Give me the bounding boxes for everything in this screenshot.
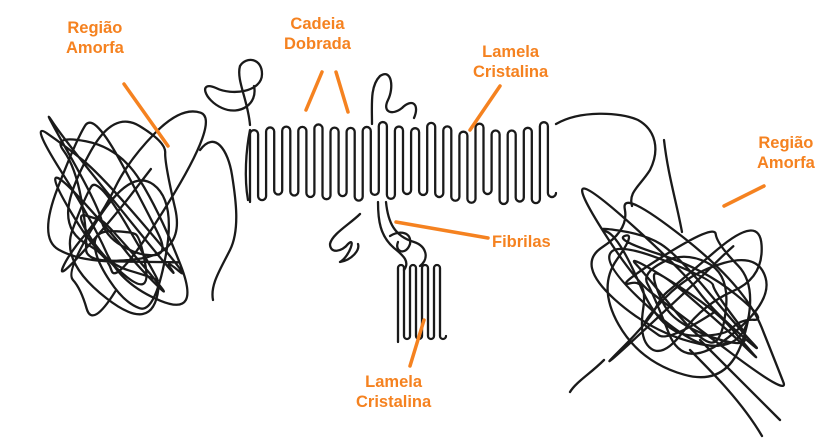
pointer-amorphous-left bbox=[124, 84, 168, 146]
tie-chain-right bbox=[556, 114, 655, 206]
chain-tail-right-3 bbox=[570, 360, 604, 392]
label-crystalline-lamella-bottom: Lamela Cristalina bbox=[356, 372, 431, 412]
loop-top-middle bbox=[372, 74, 416, 124]
label-line: Amorfa bbox=[66, 38, 124, 58]
label-amorphous-region-right: Região Amorfa bbox=[757, 133, 815, 173]
label-line: Região bbox=[757, 133, 815, 153]
lamella-top bbox=[250, 122, 556, 204]
tie-chain-right-2 bbox=[664, 140, 682, 232]
loop-top-left bbox=[205, 60, 262, 125]
pointer-folded-chain-2 bbox=[336, 72, 348, 112]
label-line: Região bbox=[66, 18, 124, 38]
label-line: Cadeia bbox=[284, 14, 351, 34]
label-line: Dobrada bbox=[284, 34, 351, 54]
fibril-curl-left bbox=[330, 214, 360, 262]
tie-chain-left bbox=[200, 142, 236, 300]
label-line: Cristalina bbox=[473, 62, 548, 82]
pointer-amorphous-right bbox=[724, 186, 764, 206]
label-line: Lamela bbox=[473, 42, 548, 62]
label-line: Fibrilas bbox=[492, 232, 551, 252]
label-line: Cristalina bbox=[356, 392, 431, 412]
label-pointers bbox=[124, 72, 764, 366]
amorphous-coil-left bbox=[41, 111, 206, 304]
label-line: Lamela bbox=[356, 372, 431, 392]
label-folded-chain: Cadeia Dobrada bbox=[284, 14, 351, 54]
label-amorphous-region-left: Região Amorfa bbox=[66, 18, 124, 58]
label-line: Amorfa bbox=[757, 153, 815, 173]
chain-tail-right-2 bbox=[690, 350, 762, 436]
label-crystalline-lamella-top: Lamela Cristalina bbox=[473, 42, 548, 82]
pointer-folded-chain-1 bbox=[306, 72, 322, 110]
pointer-lamella-top bbox=[470, 86, 500, 130]
label-fibrils: Fibrilas bbox=[492, 232, 551, 252]
